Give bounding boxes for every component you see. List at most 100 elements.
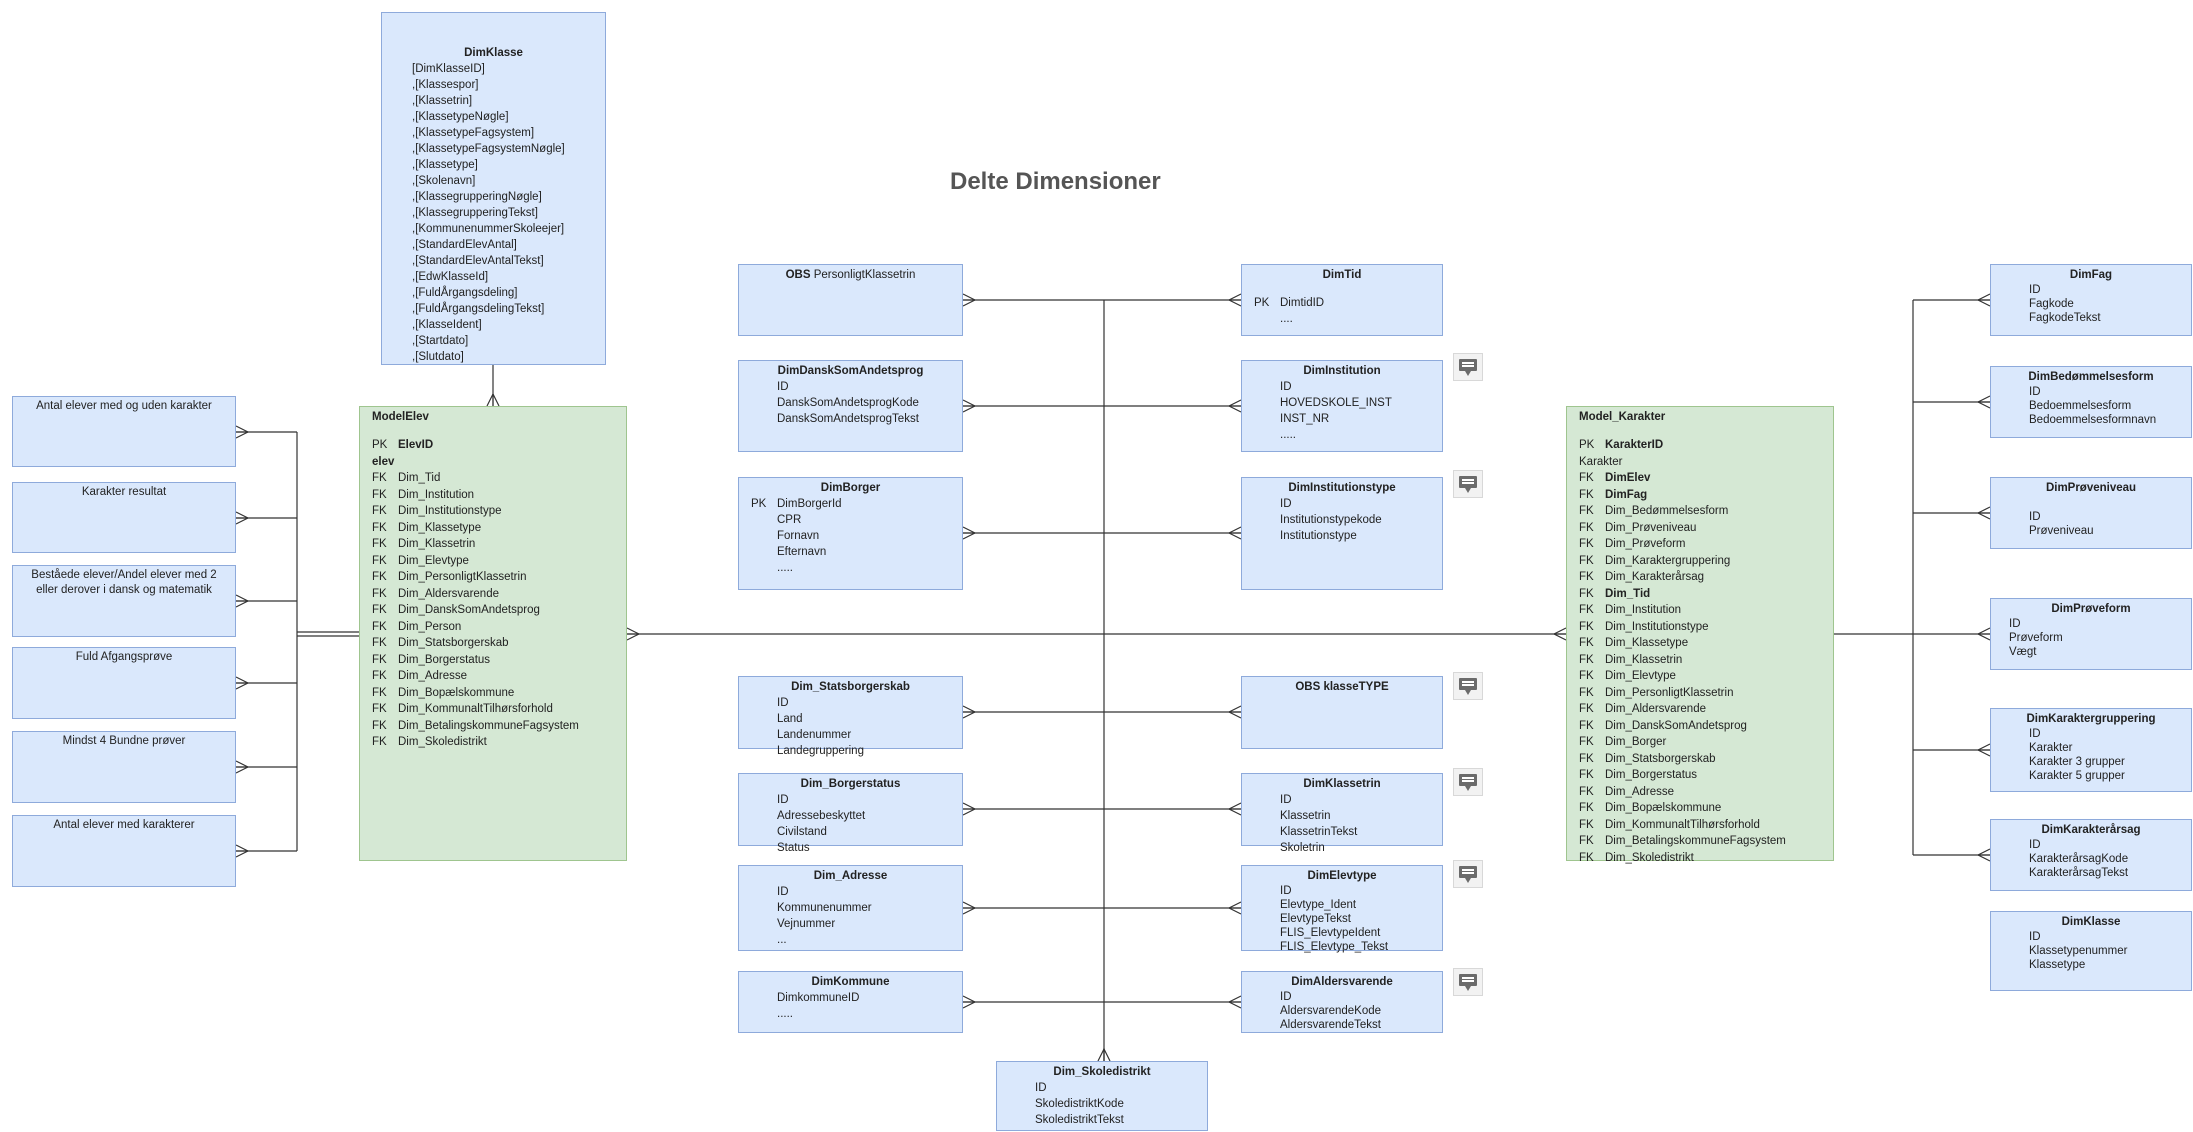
entity-field: DimkommuneID — [777, 992, 860, 1004]
entity-obs-klassetype[interactable]: OBS klasseTYPE — [1241, 676, 1443, 749]
field-name: DimBorgerId — [777, 498, 842, 510]
entity-field: ID — [777, 794, 789, 806]
entity-title: DimBorger — [820, 482, 881, 494]
entity-title: DimBedømmelsesform — [2028, 371, 2154, 383]
field-name: Dim_DanskSomAndetsprog — [398, 604, 540, 616]
entity-dimklasse-top[interactable]: DimKlasse [DimKlasseID],[Klassespor],[Kl… — [381, 12, 606, 365]
entity-dim-kommune[interactable]: DimKommune DimkommuneID..... — [738, 971, 963, 1033]
entity-field: Vejnummer — [777, 918, 836, 930]
entity-field: Status — [777, 842, 810, 854]
entity-obs-personligt-klassetrin[interactable]: OBS PersonligtKlassetrin — [738, 264, 963, 336]
comment-icon[interactable] — [1453, 672, 1483, 700]
entity-field: ID — [1280, 381, 1292, 393]
entity-title-row: OBS PersonligtKlassetrin — [739, 265, 962, 283]
report-bestaaede-elever[interactable]: Beståede elever/Andel elever med 2 eller… — [12, 565, 236, 637]
comment-icon[interactable] — [1453, 860, 1483, 888]
comment-icon[interactable] — [1453, 968, 1483, 996]
field-name: Dim_Institution — [398, 488, 475, 501]
entity-field: Land — [777, 713, 803, 725]
entity-field: Civilstand — [777, 826, 827, 838]
entity-field: ID — [777, 381, 789, 393]
field-name: Dim_Bopælskommune — [1605, 802, 1722, 814]
crowfoot-marker — [1977, 743, 1991, 757]
entity-field: ID — [2029, 728, 2041, 740]
diagram-title: Delte Dimensioner — [950, 168, 1161, 195]
field-name: Fornavn — [777, 530, 820, 542]
field-name: Dim_Karaktergruppering — [1605, 554, 1731, 567]
field-name: elev — [372, 455, 395, 468]
report-fuld-afgangsproeve[interactable]: Fuld Afgangsprøve — [12, 647, 236, 719]
crowfoot-marker — [962, 293, 976, 307]
comment-icon[interactable] — [1453, 353, 1483, 381]
field-name: Dim_Aldersvarende — [1605, 703, 1706, 715]
key-marker: FK — [1579, 769, 1594, 781]
entity-field: ID — [2029, 839, 2041, 851]
field-name: DimElev — [1605, 472, 1651, 484]
key-marker: FK — [1579, 521, 1594, 534]
entity-field: ,[Klassetrin] — [412, 95, 473, 107]
entity-field: CPR — [777, 512, 962, 528]
comment-icon[interactable] — [1453, 768, 1483, 796]
report-antal-elever-med-karakterer[interactable]: Antal elever med karakterer — [12, 815, 236, 887]
crowfoot-marker — [235, 511, 249, 525]
entity-field: AldersvarendeKode — [1280, 1005, 1382, 1017]
report-karakter-resultat[interactable]: Karakter resultat — [12, 482, 236, 553]
field-name: Dim_PersonligtKlassetrin — [398, 571, 527, 583]
report-mindst-4-bundne-proever[interactable]: Mindst 4 Bundne prøver — [12, 731, 236, 803]
entity-field: Institutionstypekode — [1280, 514, 1382, 526]
field-name: Dim_DanskSomAndetsprog — [1605, 719, 1747, 732]
comment-icon[interactable] — [1453, 470, 1483, 498]
field-name: .... — [1280, 313, 1293, 325]
key-marker: FK — [1579, 587, 1594, 600]
crowfoot-marker — [235, 844, 249, 858]
crowfoot-marker — [1553, 627, 1567, 641]
entity-title: DimFag — [2069, 269, 2113, 281]
crowfoot-marker — [235, 594, 249, 608]
entity-title: DimKlasse — [464, 47, 523, 59]
crowfoot-marker — [1977, 293, 1991, 307]
report-antal-elever-med-og-uden[interactable]: Antal elever med og uden karakter — [12, 396, 236, 467]
entity-fields: [DimKlasseID],[Klassespor],[Klassetrin],… — [382, 61, 605, 365]
entity-field: DanskSomAndetsprogTekst — [777, 413, 919, 425]
entity-field: Fagkode — [2029, 298, 2074, 310]
field-name: CPR — [777, 514, 802, 526]
field-name: DimtidID — [1280, 297, 1325, 309]
key-marker: FK — [372, 538, 387, 550]
entity-field: Elevtype_Ident — [1280, 899, 1357, 911]
